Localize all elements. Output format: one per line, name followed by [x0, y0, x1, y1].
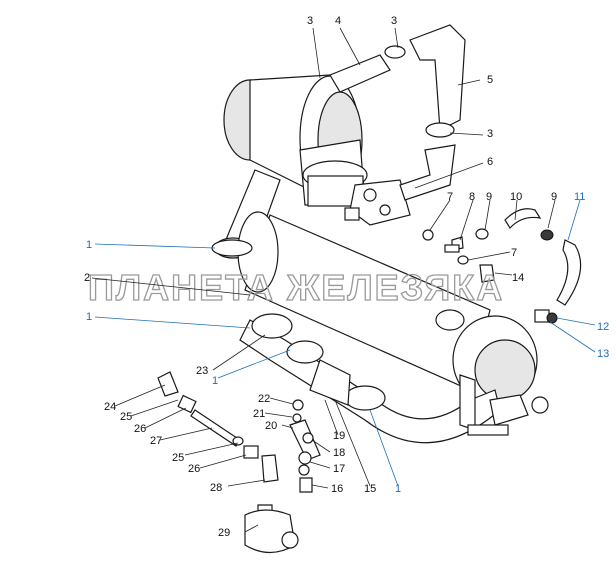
- callout-4: 4: [335, 15, 341, 27]
- callout-27: 27: [150, 435, 162, 447]
- callout-25: 25: [120, 411, 132, 423]
- callout-15: 15: [364, 483, 376, 495]
- valve-block: [344, 179, 411, 226]
- callout-9: 9: [551, 191, 557, 203]
- elbow-6: [399, 144, 456, 201]
- drain-tube-assembly: [157, 371, 299, 554]
- callout-1: 1: [212, 375, 218, 387]
- air-cleaner: [223, 74, 368, 207]
- callout-26: 26: [134, 423, 146, 435]
- callout-7: 7: [511, 247, 517, 259]
- callout-26: 26: [188, 463, 200, 475]
- bracket-hardware: [289, 399, 321, 493]
- callout-7: 7: [447, 191, 453, 203]
- clamps: [211, 239, 386, 411]
- callout-22: 22: [258, 393, 270, 405]
- callout-19: 19: [333, 430, 345, 442]
- hose-sleeve-4: [329, 54, 391, 93]
- callout-25: 25: [172, 452, 184, 464]
- callout-3: 3: [307, 15, 313, 27]
- callout-14: 14: [512, 272, 524, 284]
- callout-11: 11: [574, 191, 585, 203]
- callout-labels: 3 4 3 5 3 6 7 8 9 10 9 11 7 14 12 13 1 2…: [84, 15, 609, 539]
- callout-1: 1: [86, 239, 92, 251]
- pipe-5: [409, 24, 466, 131]
- right-fittings: [422, 208, 582, 324]
- callout-10: 10: [510, 191, 522, 203]
- callout-8: 8: [469, 191, 475, 203]
- callout-12: 12: [597, 321, 609, 333]
- callout-21: 21: [253, 408, 265, 420]
- callout-2: 2: [84, 272, 90, 284]
- callout-1: 1: [86, 311, 92, 323]
- callout-29: 29: [218, 527, 230, 539]
- callout-5: 5: [487, 74, 493, 86]
- callout-20: 20: [265, 420, 277, 432]
- callout-18: 18: [333, 447, 345, 459]
- callout-6: 6: [487, 156, 493, 168]
- callout-17: 17: [333, 463, 345, 475]
- callout-3: 3: [487, 128, 493, 140]
- upper-hose-assembly: [329, 24, 466, 201]
- callout-9: 9: [486, 191, 492, 203]
- callout-13: 13: [597, 348, 609, 360]
- callout-24: 24: [104, 401, 116, 413]
- callout-1: 1: [395, 483, 401, 495]
- callout-16: 16: [331, 483, 343, 495]
- callout-28: 28: [210, 482, 222, 494]
- callout-23: 23: [196, 365, 208, 377]
- watermark-text: ПЛАНЕТА ЖЕЛЕЗЯКА: [88, 267, 504, 308]
- main-cylinder: [237, 211, 538, 405]
- callout-3: 3: [391, 15, 397, 27]
- leader-lines: [91, 27, 596, 533]
- end-fittings: [459, 374, 549, 436]
